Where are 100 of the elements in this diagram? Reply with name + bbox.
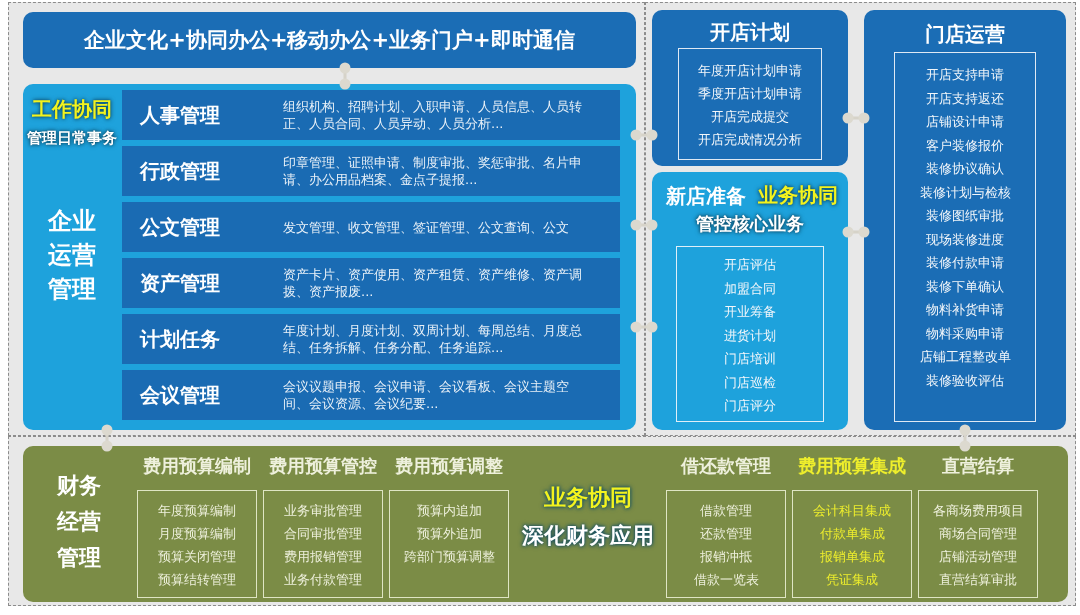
list-item: 费用报销管理: [284, 548, 362, 566]
list-item: 业务付款管理: [284, 571, 362, 589]
list-item: 跨部门预算调整: [403, 548, 495, 566]
callout-label: 业务协同: [544, 484, 632, 512]
list-item: 装修计划与检核: [919, 183, 1011, 202]
module-row: [122, 202, 620, 252]
list-item: 年度预算编制: [158, 502, 236, 520]
list-item: 付款单集成: [819, 525, 885, 543]
column-heading: 费用预算编制: [143, 454, 251, 478]
connector: [959, 424, 971, 452]
list-item: 装修协议确认: [926, 160, 1004, 178]
connector: [842, 112, 870, 124]
connector: [339, 62, 351, 90]
connector: [630, 321, 658, 333]
module-row: [122, 370, 620, 420]
section-heading: 开店计划: [710, 19, 790, 46]
list-item: 预算外追加: [416, 525, 482, 543]
list-item: 装修图纸审批: [926, 207, 1004, 225]
list-item: 月度预算编制: [158, 525, 236, 543]
list-item: 季度开店计划申请: [698, 85, 802, 103]
list-item: 门店培训: [724, 350, 776, 368]
list-item: 年度开店计划申请: [698, 62, 802, 80]
section-panel: [652, 10, 848, 166]
list-item: 店铺活动管理: [939, 548, 1017, 566]
list-item: 预算关闭管理: [158, 548, 236, 566]
connector: [630, 129, 658, 141]
module-title: 公文管理: [140, 214, 221, 240]
module-details: 组织机构、招聘计划、入职申请、人员信息、人员转正、人员合同、人员异动、人员分析...: [283, 98, 583, 132]
list-item: 客户装修报价: [926, 136, 1004, 155]
connector: [630, 219, 658, 231]
module-title: 人事管理: [140, 102, 221, 128]
list-item: 物料补货申请: [926, 301, 1004, 319]
list-item: 预算结转管理: [158, 571, 236, 589]
list-item: 借款一览表: [693, 571, 759, 589]
list-item: 报销单集成: [819, 548, 885, 566]
list-item: 开店支持返还: [926, 89, 1004, 108]
list-item: 预算内追加: [416, 502, 482, 520]
list-item: 店铺工程整改单: [919, 348, 1011, 366]
list-item: 业务审批管理: [284, 502, 362, 520]
column-heading: 费用预算管控: [269, 454, 377, 478]
title-banner: 企业文化+协同办公+移动办公+业务门户+即时通信: [23, 12, 636, 68]
list-item: 进货计划: [724, 326, 776, 345]
list-item: 装修下单确认: [926, 277, 1004, 296]
list-box: [894, 52, 1036, 422]
list-box: [676, 246, 824, 422]
list-item: 商场合同管理: [939, 525, 1017, 543]
section-heading: 财务经营管理: [55, 472, 102, 572]
list-item: 直营结算审批: [939, 571, 1017, 589]
module-title: 资产管理: [140, 270, 221, 296]
list-item: 门店评分: [724, 397, 776, 415]
callout-label: 深化财务应用: [522, 522, 654, 550]
list-item: 装修付款申请: [926, 254, 1004, 272]
module-row: [122, 146, 620, 196]
module-row: [122, 258, 620, 308]
module-details: 会议议题申报、会议申请、会议看板、会议主题空间、会议资源、会议纪要...: [283, 378, 570, 412]
list-item: 借款管理: [700, 502, 752, 520]
module-details: 发文管理、收文管理、签证管理、公文查询、公文: [283, 218, 570, 236]
module-details: 印章管理、证照申请、制度审批、奖惩审批、名片申请、办公用品档案、金点子提报...: [283, 154, 583, 188]
column-heading: 费用预算集成: [798, 454, 906, 478]
list-item: 开业筹备: [724, 303, 776, 321]
list-item: 还款管理: [700, 525, 752, 543]
section-panel: [864, 10, 1066, 430]
list-item: 合同审批管理: [284, 525, 362, 543]
list-item: 开店支持申请: [926, 66, 1004, 84]
list-box: [678, 48, 822, 160]
module-row: [122, 314, 620, 364]
section-panel: [652, 172, 848, 430]
connector: [101, 424, 113, 452]
module-title: 行政管理: [140, 158, 221, 184]
callout-label: 管控核心业务: [696, 212, 804, 236]
module-title: 计划任务: [140, 326, 221, 352]
list-item: 装修验收评估: [926, 371, 1004, 390]
list-item: 现场装修进度: [926, 230, 1004, 249]
callout-label: 管理日常事务: [27, 128, 117, 149]
list-item: 开店完成情况分析: [698, 131, 802, 149]
column-heading: 借还款管理: [681, 454, 771, 478]
list-item: 开店完成提交: [711, 108, 789, 126]
connector: [842, 226, 870, 238]
list-item: 各商场费用项目: [932, 502, 1024, 520]
section-panel: [23, 84, 636, 430]
callout-label: 工作协同: [32, 96, 112, 122]
module-details: 资产卡片、资产使用、资产租赁、资产维修、资产调拨、资产报废...: [283, 266, 583, 300]
module-row: [122, 90, 620, 140]
callout-label: 业务协同: [758, 182, 838, 208]
list-item: 门店巡检: [724, 373, 776, 392]
list-item: 加盟合同: [724, 279, 776, 298]
section-panel: [23, 446, 1068, 602]
module-details: 年度计划、月度计划、双周计划、每周总结、月度总结、任务拆解、任务分配、任务追踪...: [283, 322, 583, 356]
section-heading: 企业运营管理: [47, 206, 98, 305]
column-heading: 费用预算调整: [395, 454, 503, 478]
list-item: 会计科目集成: [813, 502, 891, 520]
module-title: 会议管理: [140, 382, 221, 408]
list-item: 开店评估: [724, 256, 776, 274]
list-item: 物料采购申请: [926, 324, 1004, 343]
section-heading: 新店准备: [666, 183, 746, 210]
list-item: 凭证集成: [826, 571, 878, 589]
column-heading: 直营结算: [942, 454, 1014, 478]
section-heading: 门店运营: [925, 21, 1005, 48]
list-item: 店铺设计申请: [926, 113, 1004, 131]
list-item: 报销冲抵: [700, 548, 752, 566]
